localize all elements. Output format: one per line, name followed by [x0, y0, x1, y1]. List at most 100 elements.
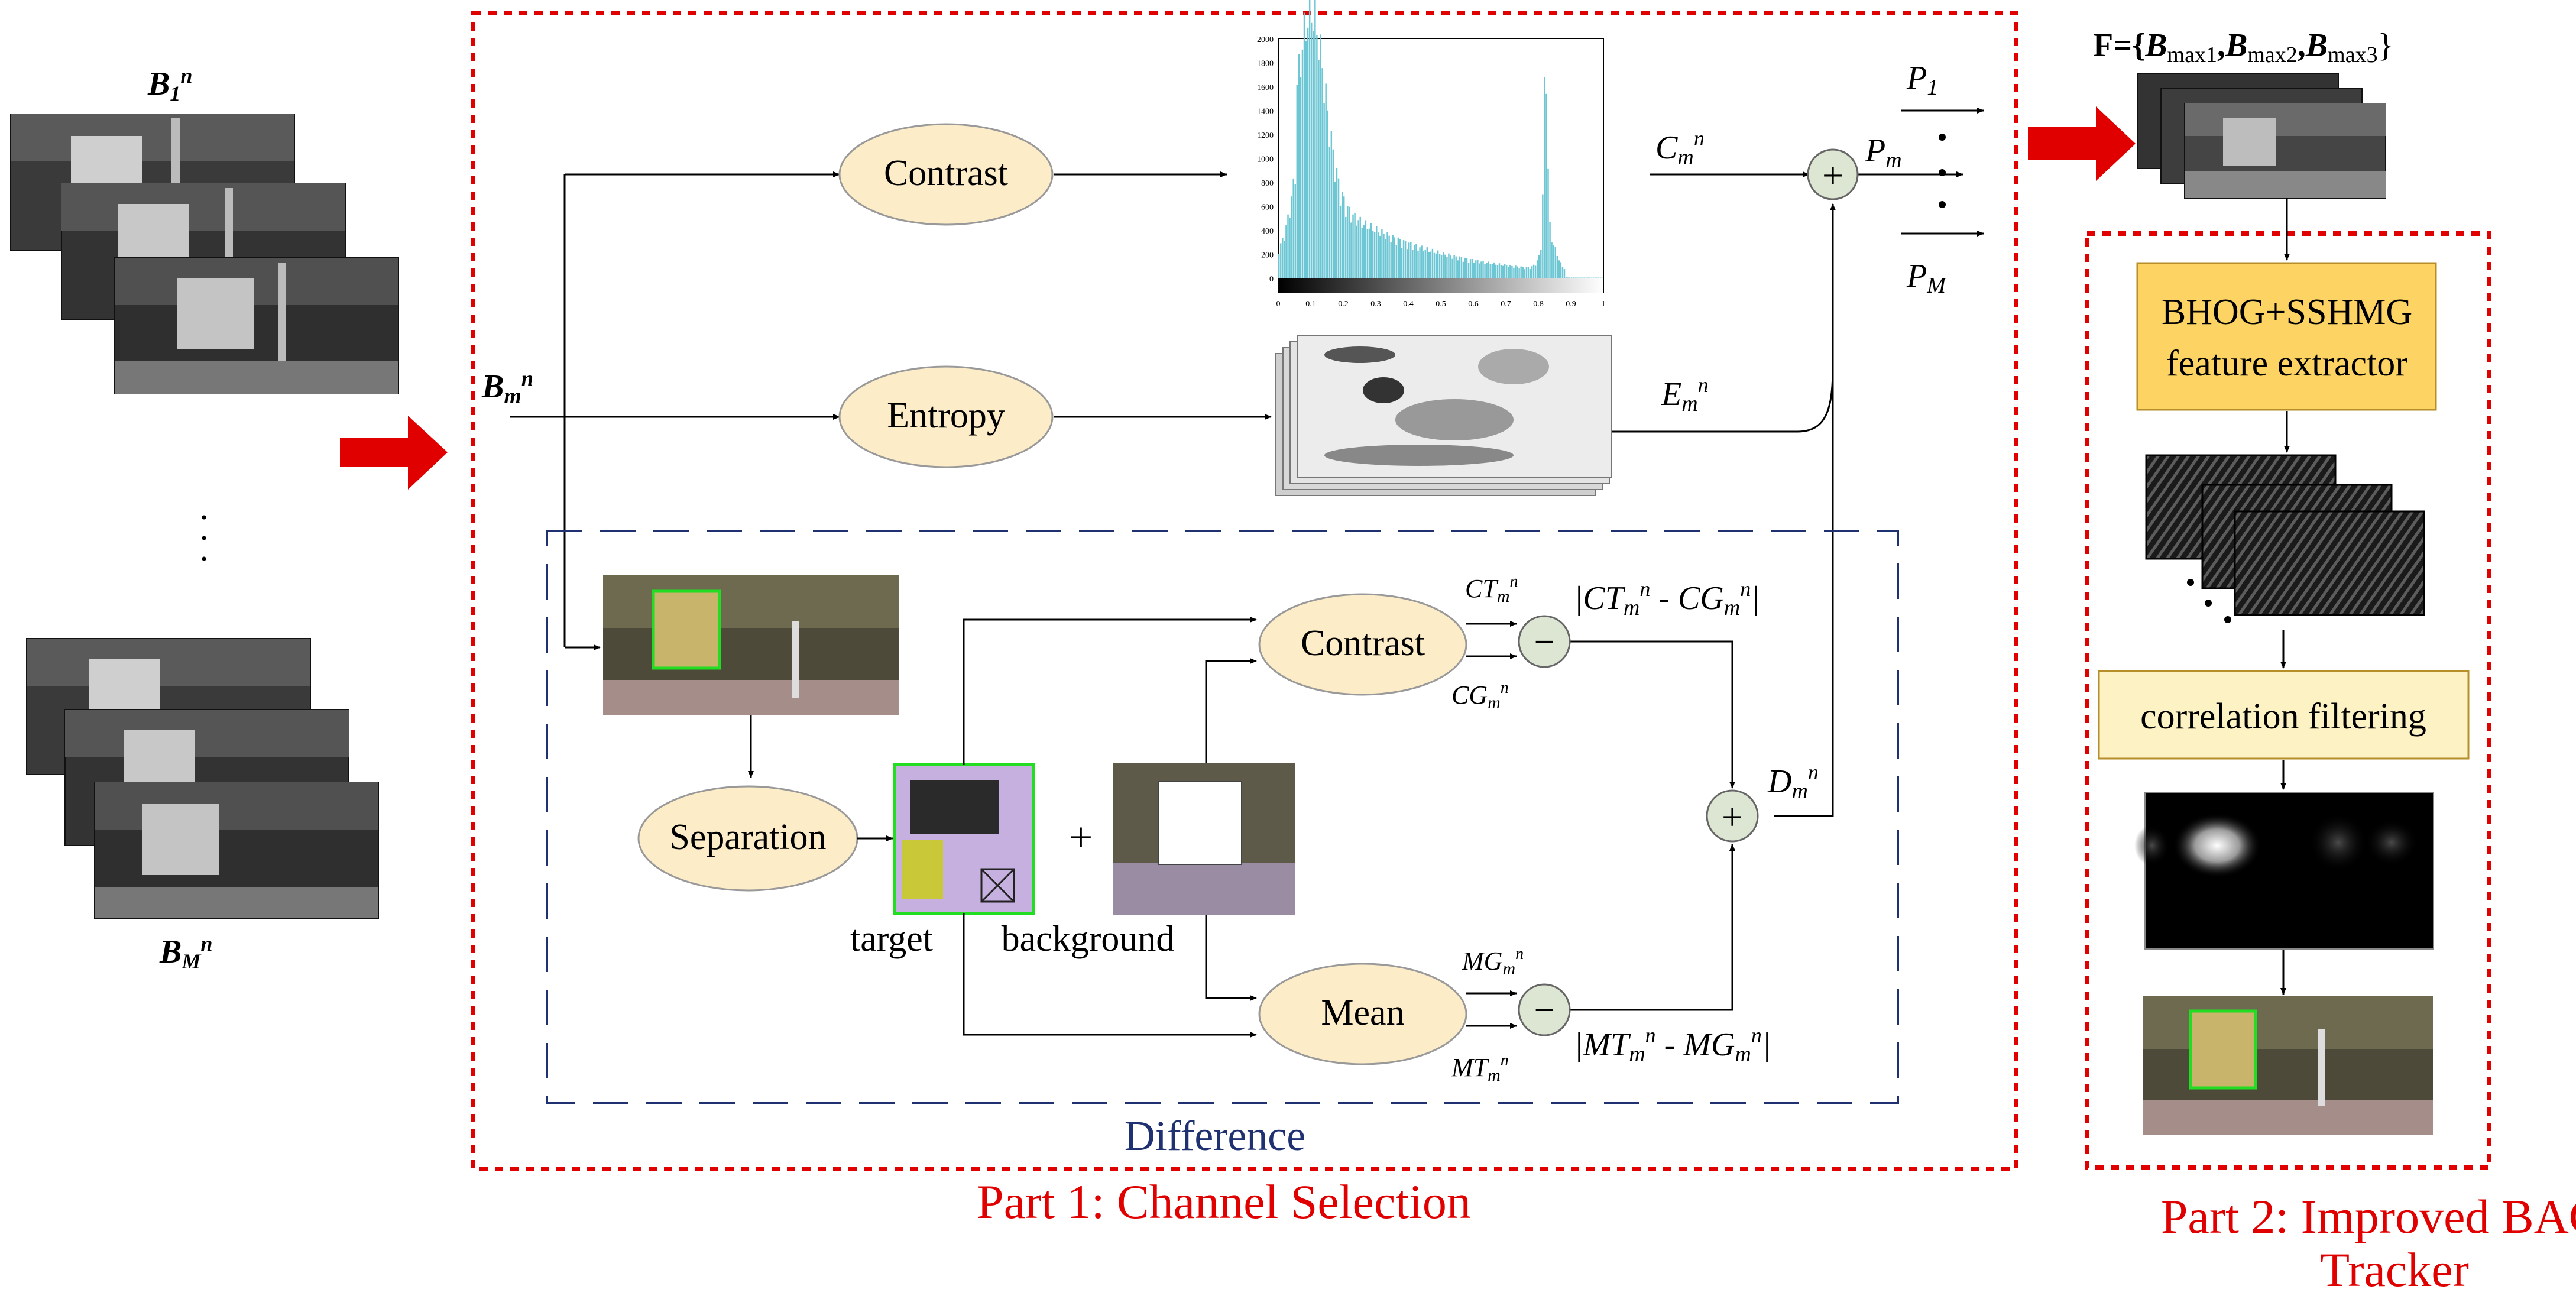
histogram-bar — [1278, 254, 1280, 278]
histogram-bar — [1285, 225, 1287, 278]
histogram-bar — [1441, 255, 1443, 278]
histogram-bar — [1424, 249, 1426, 278]
histogram-bar — [1493, 262, 1495, 278]
histogram-bar — [1480, 261, 1482, 278]
histogram-bar — [1323, 103, 1325, 278]
entropy-node: Entropy — [838, 365, 1054, 468]
histogram-bar — [1479, 263, 1480, 278]
histogram-bar — [1524, 269, 1526, 278]
C-label: Cmn — [1655, 127, 1705, 170]
histogram-bar — [1350, 222, 1352, 278]
histogram-bar — [1395, 245, 1398, 278]
histogram-bar — [1357, 220, 1359, 278]
histogram-y-tick-label: 1400 — [1257, 108, 1274, 116]
histogram-bar — [1298, 54, 1300, 278]
feature-extractor-box: BHOG+SSHMG feature extractor — [2136, 262, 2437, 411]
histogram-bar — [1394, 237, 1396, 278]
histogram-bar — [1482, 260, 1484, 278]
histogram-bar — [1301, 49, 1304, 278]
histogram-bar — [1366, 229, 1369, 278]
histogram-bar — [1477, 260, 1479, 278]
histogram-y-tick-label: 600 — [1261, 203, 1274, 212]
histogram-bar — [1567, 277, 1569, 278]
histogram-bar — [1489, 264, 1491, 278]
part2-connectors — [2280, 198, 2290, 995]
histogram-x-tick-label: 0.8 — [1533, 300, 1544, 309]
background-caption: background — [1002, 919, 1175, 959]
histogram-y-tick-label: 200 — [1261, 251, 1274, 260]
histogram-bar — [1437, 250, 1439, 278]
histogram-bar — [1462, 261, 1464, 278]
MG-label: MGmn — [1462, 945, 1524, 979]
subtract-junction-bottom: − — [1518, 983, 1571, 1036]
histogram-bar — [1563, 269, 1566, 278]
histogram-bar — [1443, 252, 1444, 278]
histogram-x-tick-label: 0 — [1276, 300, 1281, 309]
histogram-bar — [1419, 247, 1421, 278]
histogram-x-tick-label: 0.3 — [1370, 300, 1381, 309]
CT-label: CTmn — [1465, 572, 1518, 606]
P1-label: P1 — [1906, 60, 1938, 100]
Pm-label: Pm — [1865, 132, 1902, 173]
contrast-node-inner: Contrast — [1258, 593, 1467, 696]
histogram-bar — [1296, 85, 1298, 278]
histogram-bar — [1289, 218, 1291, 278]
sum-junction-bottom: + — [1706, 789, 1759, 843]
histogram-bar — [1578, 277, 1580, 278]
histogram-y-tick-label: 0 — [1269, 275, 1274, 284]
histogram-bar — [1549, 222, 1551, 278]
frame-with-target-thumbnail — [603, 575, 899, 715]
histogram-bar — [1284, 241, 1285, 278]
histogram-x-tick-label: 0.9 — [1566, 300, 1576, 309]
histogram-x-tick-label: 0.1 — [1305, 300, 1316, 309]
histogram-bar — [1444, 254, 1446, 278]
histogram-bar — [1522, 267, 1524, 278]
MT-label: MTmn — [1451, 1051, 1509, 1085]
histogram-bar — [1457, 260, 1459, 278]
inner-connectors — [963, 617, 1735, 1038]
histogram-bar — [1446, 257, 1448, 278]
histogram-bar — [1300, 77, 1302, 278]
svg-text:+: + — [1722, 796, 1743, 838]
histogram-bar — [1556, 255, 1558, 278]
histogram-bar — [1423, 251, 1424, 278]
histogram-bar — [1415, 244, 1417, 278]
histogram-bar — [1547, 168, 1549, 278]
histogram-x-tick-label: 0.5 — [1436, 300, 1446, 309]
input-channel-label: Bmn — [481, 367, 533, 409]
histogram-x-tick-label: 0.7 — [1501, 300, 1511, 309]
histogram-bar — [1508, 267, 1509, 278]
histogram-bar — [1307, 27, 1309, 278]
D-label: Dmn — [1767, 760, 1819, 804]
histogram-bar — [1542, 194, 1544, 278]
histogram-bar — [1565, 277, 1567, 278]
histogram-bar — [1569, 277, 1571, 278]
histogram-bar — [1496, 264, 1499, 278]
part2-caption-line1: Part 2: Improved BACF — [2161, 1190, 2576, 1243]
histogram-bar — [1354, 212, 1356, 278]
histogram-bar — [1473, 263, 1475, 278]
histogram-bar — [1554, 247, 1556, 278]
red-arrow-into-part1 — [340, 416, 448, 490]
target-caption: target — [850, 919, 933, 959]
histogram-bar — [1531, 266, 1533, 278]
input-frame-stack-top — [10, 114, 399, 394]
histogram-bar — [1459, 256, 1461, 278]
histogram-bar — [1352, 214, 1354, 278]
part1-caption: Part 1: Channel Selection — [977, 1175, 1471, 1229]
histogram-x-tick-label: 1 — [1602, 300, 1606, 309]
histogram-bar — [1466, 258, 1468, 278]
svg-text:feature extractor: feature extractor — [2166, 344, 2407, 384]
histogram-bar — [1491, 264, 1493, 278]
svg-text:−: − — [1534, 622, 1555, 662]
histogram-bar — [1381, 229, 1383, 278]
histogram-bar — [1417, 250, 1419, 278]
histogram-bar — [1385, 239, 1386, 278]
histogram-bar — [1334, 182, 1336, 278]
histogram-bar — [1311, 22, 1313, 278]
histogram-bar — [1573, 277, 1574, 278]
histogram-bar — [1558, 260, 1560, 278]
histogram-bar — [1511, 265, 1513, 278]
histogram-bar — [1318, 60, 1320, 278]
